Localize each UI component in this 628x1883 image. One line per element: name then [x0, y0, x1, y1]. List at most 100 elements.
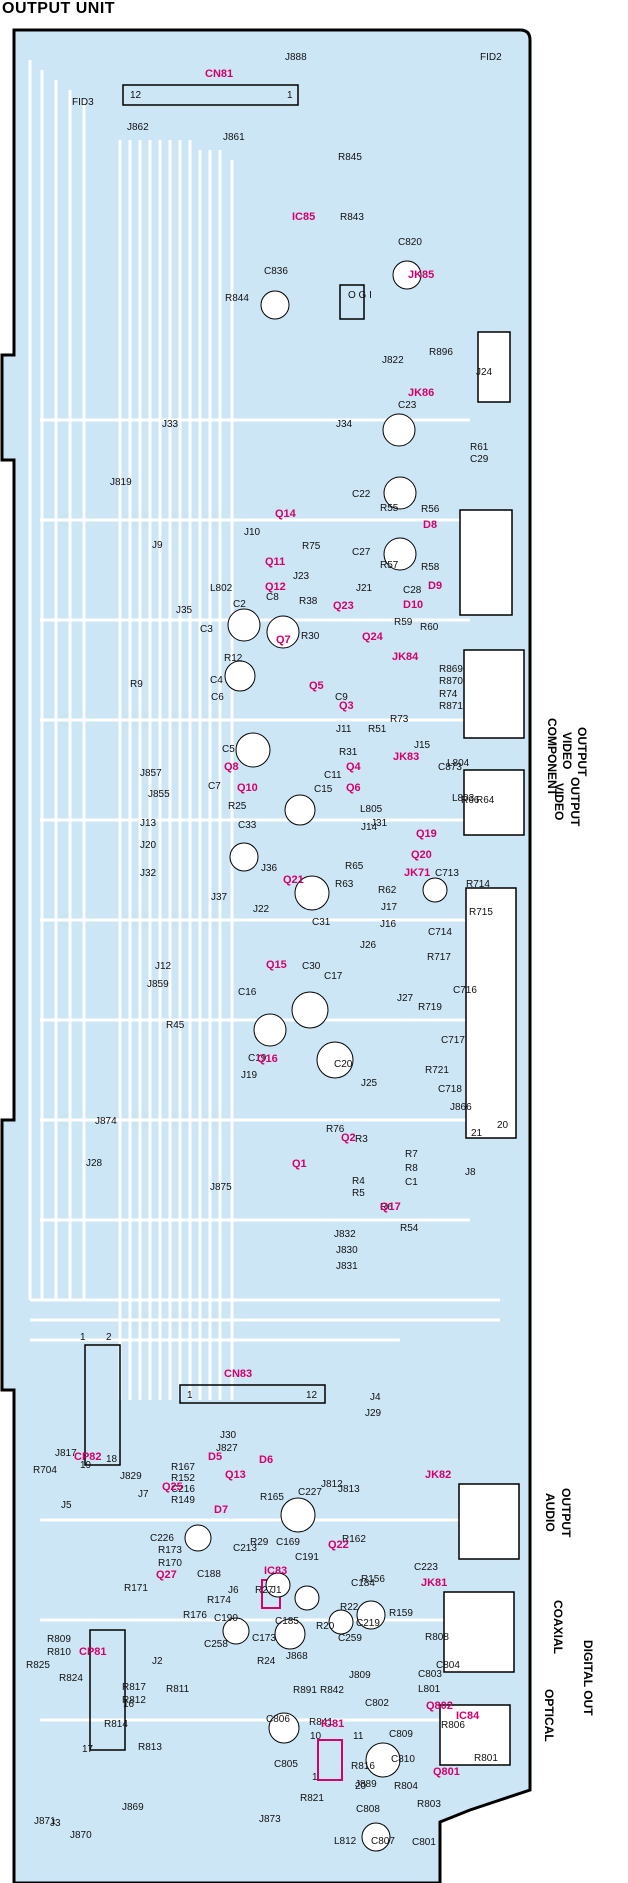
highlight-ref-label-37: D7	[214, 1504, 228, 1516]
component-ref-label-135: R149	[171, 1495, 195, 1506]
ic85-box	[339, 284, 365, 320]
component-ref-label-180: R817	[122, 1682, 146, 1693]
audio-output-label-1: AUDIO	[543, 1493, 557, 1532]
component-ref-label-146: C213	[233, 1543, 257, 1554]
component-ref-label-200: C808	[356, 1804, 380, 1815]
component-ref-label-139: J829	[120, 1471, 142, 1482]
component-ref-label-44: R870	[439, 676, 463, 687]
component-ref-label-38: J21	[356, 583, 373, 594]
component-ref-label-213: 19	[80, 1460, 92, 1471]
component-ref-label-96: C16	[238, 987, 257, 998]
highlight-ref-label-24: JK71	[404, 867, 430, 879]
component-ref-label-168: C185	[275, 1616, 299, 1627]
component-ref-label-113: R7	[405, 1149, 418, 1160]
audio-output-label-2: OUTPUT	[559, 1488, 573, 1538]
component-ref-label-132: R167	[171, 1462, 195, 1473]
component-ref-label-76: R65	[345, 861, 364, 872]
component-ref-label-35: C8	[266, 592, 279, 603]
highlight-ref-label-4: Q14	[275, 508, 297, 520]
highlight-ref-label-43: Q802	[426, 1700, 453, 1712]
component-ref-label-22: C22	[352, 489, 371, 500]
component-ref-label-101: C19	[248, 1053, 267, 1064]
component-ref-label-159: R176	[183, 1610, 207, 1621]
component-ref-label-203: J873	[259, 1814, 281, 1825]
component-ref-label-119: R5	[352, 1188, 365, 1199]
component-ref-label-33: J35	[176, 605, 193, 616]
component-ref-label-154: R170	[158, 1558, 182, 1569]
component-ref-label-83: C714	[428, 927, 452, 938]
component-ref-label-124: J830	[336, 1245, 358, 1256]
component-ref-label-183: R814	[104, 1719, 128, 1730]
highlight-ref-label-12: Q24	[362, 631, 384, 643]
component-ref-label-209: R803	[417, 1799, 441, 1810]
highlight-ref-label-38: Q22	[328, 1539, 349, 1551]
component-ref-label-150: R162	[342, 1534, 366, 1545]
video-output-label-1: VIDEO	[552, 783, 566, 820]
component-ref-label-14: J822	[382, 355, 404, 366]
component-ref-label-197: R801	[474, 1753, 498, 1764]
highlight-ref-label-42: CP81	[79, 1646, 107, 1658]
component-ref-label-11: R844	[225, 293, 249, 304]
component-ref-label-125: J831	[336, 1261, 358, 1272]
component-ref-label-37: R38	[299, 596, 318, 607]
component-ref-label-19: R61	[470, 442, 489, 453]
cp82-connector	[84, 1344, 121, 1466]
component-ref-label-220: 11	[353, 1731, 364, 1742]
highlight-ref-label-26: Q16	[257, 1053, 278, 1065]
component-ref-label-145: C226	[150, 1533, 174, 1544]
highlight-ref-label-8: D9	[428, 580, 442, 592]
component-ref-label-20: C29	[470, 454, 489, 465]
component-ref-label-66: L803	[452, 793, 475, 804]
component-ref-label-7: R845	[338, 152, 362, 163]
component-ref-label-131: J827	[216, 1443, 238, 1454]
component-ref-label-30: J10	[244, 527, 261, 538]
component-ref-label-161: R27	[255, 1585, 274, 1596]
component-ref-label-191: C809	[389, 1729, 413, 1740]
component-ref-label-134: C216	[171, 1484, 195, 1495]
component-ref-label-79: J37	[211, 892, 228, 903]
component-ref-label-24: R56	[421, 504, 440, 515]
component-ref-label-91: C30	[302, 961, 321, 972]
component-ref-label-18: J34	[336, 419, 353, 430]
highlight-ref-label-32: D5	[208, 1451, 222, 1463]
component-ref-label-219: 10	[310, 1731, 322, 1742]
highlight-ref-label-13: JK84	[392, 651, 419, 663]
component-ref-label-214: 1	[80, 1332, 86, 1343]
component-ref-label-72: J20	[140, 840, 157, 851]
highlight-ref-label-7: Q12	[265, 581, 286, 593]
highlight-ref-label-20: Q10	[237, 782, 258, 794]
component-ref-label-186: R891	[293, 1685, 317, 1696]
component-ref-label-32: J23	[293, 571, 310, 582]
component-ref-label-217: J6	[228, 1585, 239, 1596]
component-ref-label-189: C806	[266, 1714, 290, 1725]
component-ref-label-77: R63	[335, 879, 354, 890]
component-ref-label-142: J812	[321, 1479, 343, 1490]
optical-label: OPTICAL	[542, 1689, 556, 1742]
component-ref-label-50: R9	[130, 679, 143, 690]
component-ref-label-68: R66	[461, 795, 480, 806]
component-ref-label-210: 16	[123, 1699, 135, 1710]
component-ref-label-192: R806	[441, 1720, 465, 1731]
highlight-ref-label-33: D6	[259, 1454, 273, 1466]
component-ref-label-48: C4	[210, 675, 223, 686]
component-ref-label-179: C804	[436, 1660, 460, 1671]
component-ref-label-1: 12	[130, 90, 142, 101]
capacitors	[184, 260, 448, 1852]
highlight-ref-label-10: D10	[403, 599, 423, 611]
component-ref-label-45: R74	[439, 689, 458, 700]
component-ref-label-109: 20	[497, 1120, 509, 1131]
component-ref-label-88: J22	[253, 904, 270, 915]
component-ref-label-129: J29	[365, 1408, 382, 1419]
component-ref-label-9: C820	[398, 237, 422, 248]
highlight-ref-label-44: IC84	[456, 1710, 480, 1722]
component-ref-label-198: J889	[355, 1779, 377, 1790]
component-ref-label-153: R173	[158, 1545, 182, 1556]
component-ref-label-57: C7	[208, 781, 221, 792]
component-ref-label-5: J862	[127, 122, 149, 133]
jk71-connector	[465, 887, 517, 1139]
component-ref-label-112: R3	[355, 1134, 368, 1145]
component-ref-label-46: R871	[439, 701, 463, 712]
component-ref-label-126: 1	[187, 1390, 193, 1401]
component-ref-label-53: J15	[414, 740, 431, 751]
component-video-output-label-2: VIDEO	[560, 732, 574, 769]
